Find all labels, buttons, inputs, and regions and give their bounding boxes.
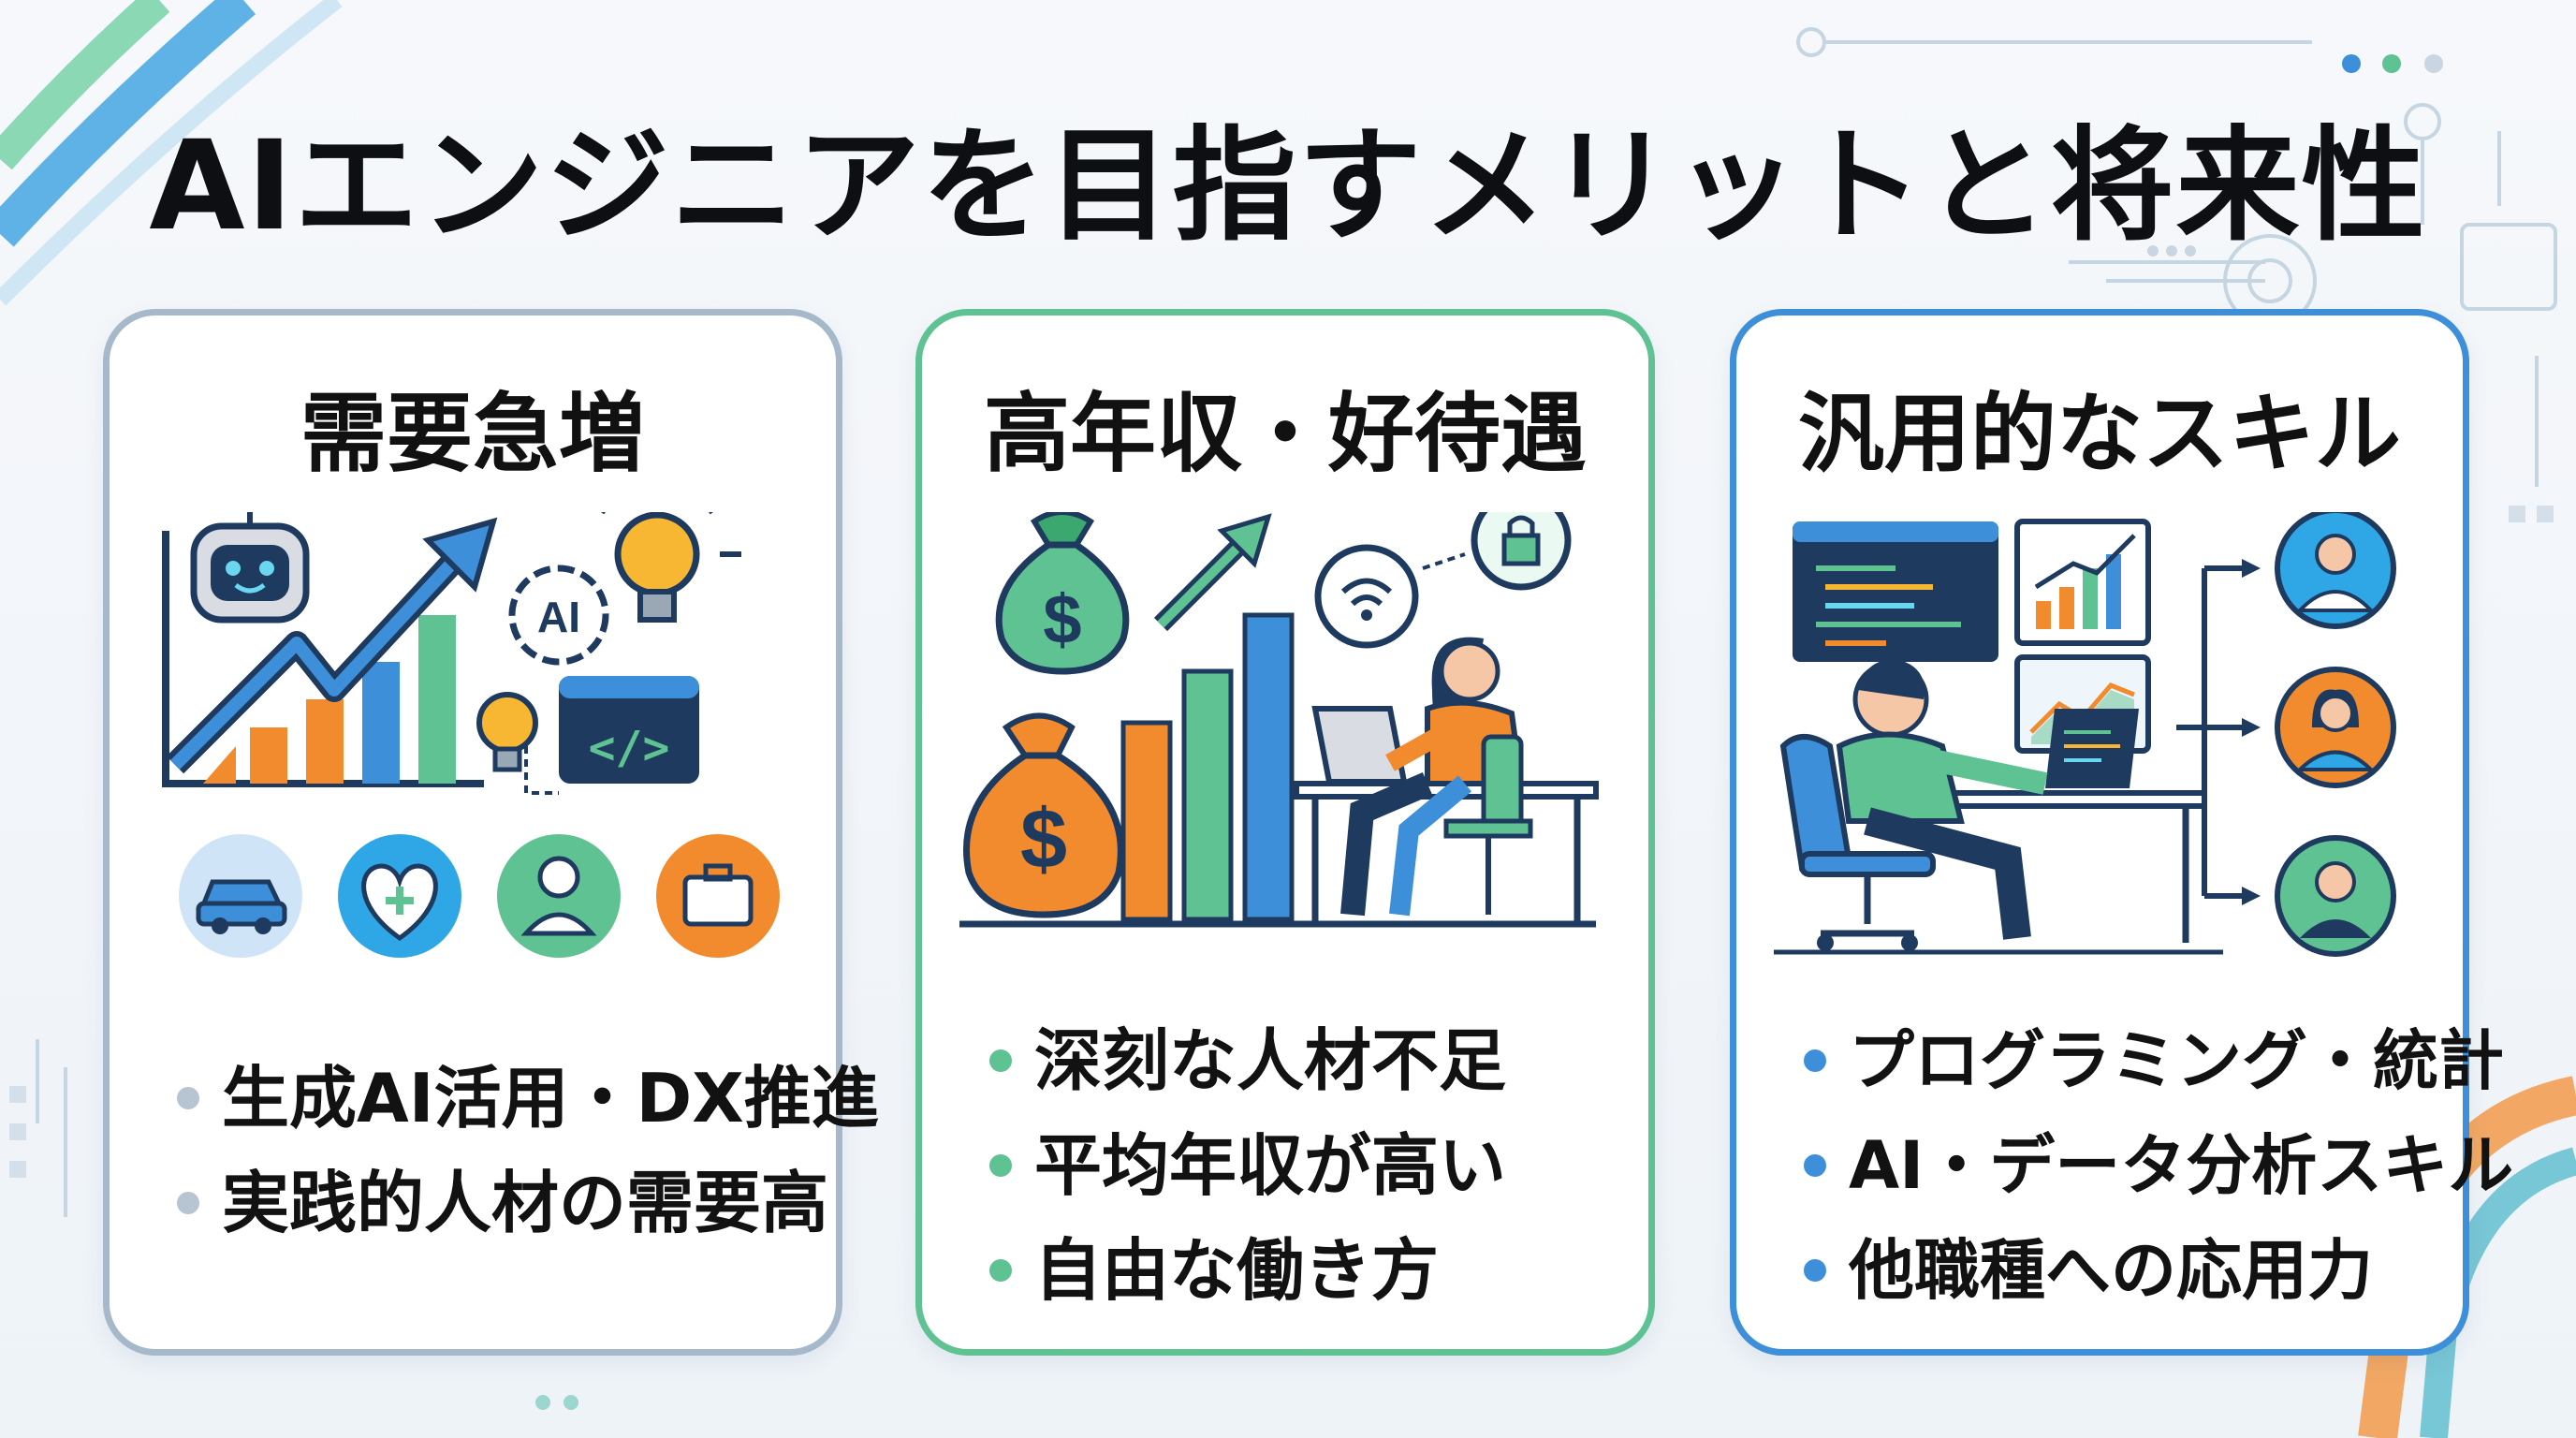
money-bags-growth-remote-work-icon: $ $	[959, 512, 1599, 928]
businessman-icon	[2275, 512, 2396, 629]
bullet-dot	[989, 1049, 1012, 1072]
page-title: AIエンジニアを目指すメリットと将来性	[149, 114, 2427, 258]
bullet-dot	[989, 1259, 1012, 1282]
doctor-icon	[497, 834, 621, 958]
bullet-dot	[1804, 1049, 1826, 1072]
list-item: 実践的人材の需要高	[156, 1151, 828, 1255]
bullet-dot	[177, 1087, 199, 1109]
ai-gear-label: AI	[537, 593, 580, 641]
bullet-dot	[1804, 1154, 1826, 1177]
health-heart-icon	[338, 834, 461, 958]
bullet-list: 深刻な人材不足 平均年収が高い 自由な働き方	[969, 1008, 1630, 1323]
card-high-salary: 高年収・好待遇 $ $	[915, 309, 1655, 1356]
rising-chart-robot-ai-icon: AI </>	[162, 512, 780, 958]
dollar-sign: $	[1043, 580, 1081, 658]
card-demand-surge: 需要急増 AI </>	[103, 309, 879, 1356]
code-label: </>	[589, 722, 670, 774]
car-icon	[179, 834, 302, 958]
list-item: 他職種への応用力	[1783, 1218, 2444, 1323]
list-item: 自由な働き方	[969, 1218, 1630, 1323]
list-item: プログラミング・統計	[1783, 1008, 2504, 1113]
list-item: AI・データ分析スキル	[1783, 1113, 2513, 1218]
bullet-list: プログラミング・統計 AI・データ分析スキル 他職種への応用力	[1783, 1008, 2513, 1323]
bullet-dot	[177, 1192, 199, 1214]
list-item: 平均年収が高い	[969, 1113, 1630, 1218]
bullet-dot	[1804, 1259, 1826, 1282]
card-versatile-skills: 汎用的なスキル	[1730, 309, 2513, 1356]
programmer-career-paths-icon	[1774, 512, 2396, 957]
bullet-dot	[989, 1154, 1012, 1177]
businesswoman-icon	[2275, 667, 2396, 788]
list-item: 生成AI活用・DX推進	[156, 1046, 879, 1151]
card-title: 需要急増	[300, 384, 645, 484]
bullet-list: 生成AI活用・DX推進 実践的人材の需要高	[156, 1046, 879, 1255]
manager-icon	[2275, 835, 2396, 957]
card-title: 汎用的なスキル	[1797, 384, 2401, 484]
list-item: 深刻な人材不足	[969, 1008, 1630, 1113]
briefcase-icon	[656, 834, 780, 958]
card-title: 高年収・好待遇	[983, 384, 1587, 484]
dollar-sign: $	[1020, 793, 1067, 887]
